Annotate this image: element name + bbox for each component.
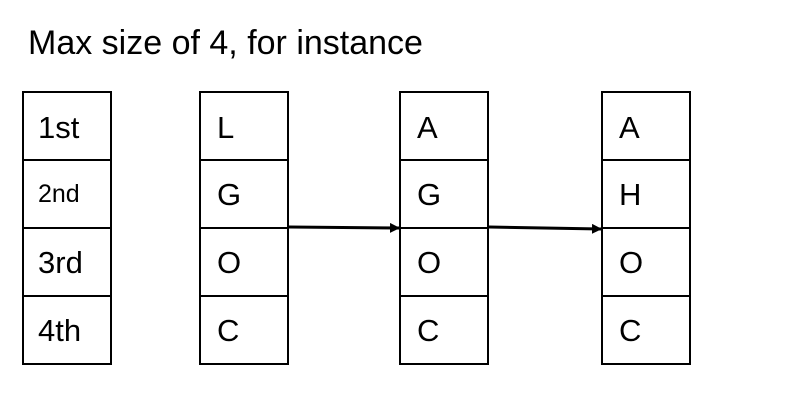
state-2-cell-4: C: [401, 295, 487, 363]
position-cell-3: 3rd: [24, 227, 110, 295]
cache-state-2-column: A G O C: [399, 91, 489, 365]
cache-state-1-column: L G O C: [199, 91, 289, 365]
state-1-cell-1: L: [217, 109, 235, 145]
position-cell-2: 2nd: [24, 159, 110, 227]
state-3-cell-2: H: [603, 159, 689, 227]
state-1-cell-3: O: [201, 227, 287, 295]
position-cell-1: 1st: [38, 109, 80, 145]
state-1-cell-2: G: [201, 159, 287, 227]
state-1-cell-4: C: [201, 295, 287, 363]
state-2-cell-2: G: [401, 159, 487, 227]
position-column: 1st 2nd 3rd 4th: [22, 91, 112, 365]
diagram-title: Max size of 4, for instance: [28, 24, 423, 62]
position-cell-4: 4th: [24, 295, 110, 363]
state-2-cell-1: A: [417, 109, 438, 145]
arrow-state-2-to-state-3: [488, 223, 602, 234]
state-3-cell-3: O: [603, 227, 689, 295]
state-3-cell-1: A: [619, 109, 640, 145]
arrow-state-1-to-state-2: [288, 222, 400, 233]
cache-state-3-column: A H O C: [601, 91, 691, 365]
state-3-cell-4: C: [603, 295, 689, 363]
state-2-cell-3: O: [401, 227, 487, 295]
